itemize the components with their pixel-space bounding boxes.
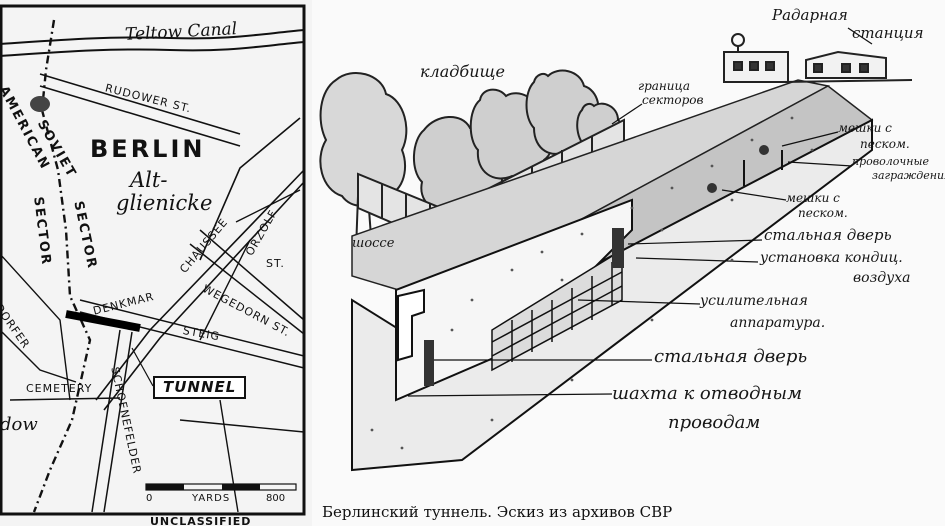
scale-bar [146, 484, 184, 490]
cemetery-label: CEMETERY [26, 382, 93, 395]
label-cemetery: кладбище [420, 62, 505, 81]
tunnel-label: TUNNEL [153, 376, 247, 399]
sketch-panel: кладбище Радарная станция граница сектор… [312, 0, 945, 526]
road-line [199, 117, 301, 261]
road-line [199, 239, 251, 341]
sandbags [707, 145, 769, 193]
label-sandbags2-line1: мешки с [786, 191, 840, 205]
label-highway: шоссе [352, 236, 395, 251]
district-label-line2: glienicke [116, 191, 213, 215]
tunnel-sketch [319, 27, 913, 472]
map-frame [0, 4, 306, 516]
road-line [91, 329, 121, 513]
radar-building [805, 50, 887, 79]
road-line [9, 397, 121, 401]
label-wire-line2: заграждения [872, 169, 945, 182]
road-line [0, 253, 71, 401]
figure-caption: Берлинский туннель. Эскиз из архивов СВР [322, 503, 673, 521]
steel-door-1 [612, 228, 624, 268]
map-panel: Teltow Canal RUDOWER ST. BERLIN Alt- gli… [0, 0, 312, 526]
leader-lines [407, 27, 873, 397]
label-border-line2: секторов [642, 93, 704, 107]
ground-texture [370, 116, 814, 450]
label-sandbags2-line2: песком. [798, 206, 848, 220]
road-line [235, 189, 301, 223]
pond [30, 96, 50, 112]
road-line [39, 85, 241, 147]
city-label: BERLIN [90, 135, 206, 163]
label-amplifier-line1: усилительная [700, 293, 808, 309]
label-aircon-line2: воздуха [853, 270, 911, 286]
scale-bar [222, 484, 260, 490]
label-amplifier-line2: аппаратура. [730, 315, 826, 331]
partial-place-label: dow [0, 414, 38, 435]
road-line [79, 299, 305, 357]
label-shaft-line1: шахта к отводным [612, 383, 802, 404]
street-label-st: ST. [266, 257, 285, 270]
road-line [179, 419, 305, 433]
tunnel-leader [131, 347, 154, 387]
road-line [189, 243, 305, 335]
sector-boundary [32, 19, 92, 513]
label-radar-line2: станция [852, 24, 924, 42]
label-steel-door-2: стальная дверь [654, 346, 808, 367]
cemetery-trees [413, 69, 625, 219]
road-line [0, 329, 77, 383]
label-aircon-line1: установка кондиц. [760, 250, 903, 266]
label-steel-door-1: стальная дверь [764, 226, 892, 244]
road-line [103, 181, 305, 411]
classification-stamp: UNCLASSIFIED [150, 515, 252, 526]
scale-max-label: 800 [266, 493, 286, 504]
amplifier-grid [491, 248, 623, 372]
road-line [39, 73, 241, 135]
scale-unit-label: YARDS [192, 493, 231, 504]
scale-zero-label: 0 [146, 493, 153, 504]
radar-building [723, 33, 789, 83]
road-line [103, 331, 133, 513]
label-sandbags1-line2: песком. [860, 137, 910, 151]
road-line [199, 229, 305, 321]
label-sandbags1-line1: мешки с [838, 121, 892, 135]
road-line [219, 399, 239, 513]
horizon-line [781, 79, 913, 83]
label-radar-line1: Радарная [772, 6, 848, 24]
cable-shaft [397, 288, 425, 362]
canal-line [0, 29, 305, 45]
label-wire-line1: проволочные [852, 155, 929, 168]
wire-obstacles [743, 150, 783, 186]
canal-line [0, 41, 305, 57]
label-border-line1: граница [638, 79, 691, 93]
map-drawing [0, 4, 306, 516]
label-shaft-line2: проводам [668, 412, 761, 433]
tunnel-line [65, 310, 141, 332]
steel-door-2 [424, 340, 434, 386]
district-label-line1: Alt- [130, 168, 168, 192]
